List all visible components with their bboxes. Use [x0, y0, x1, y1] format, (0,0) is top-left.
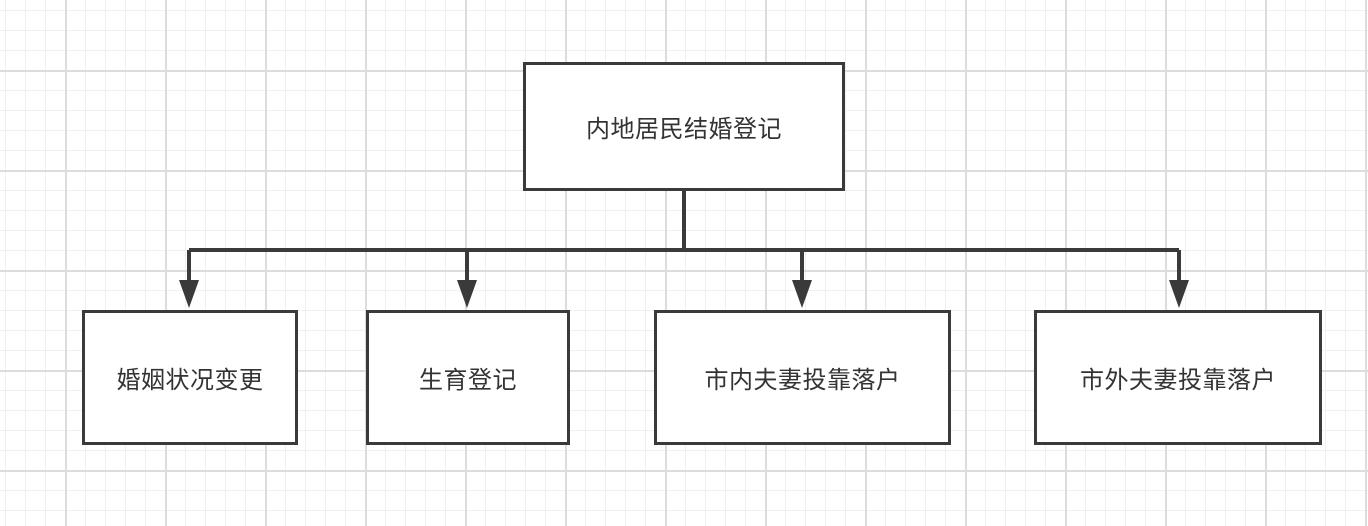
- child-node: 市内夫妻投靠落户: [654, 310, 951, 445]
- child-node: 婚姻状况变更: [82, 310, 298, 445]
- child-node-label: 市内夫妻投靠落户: [704, 366, 901, 394]
- child-node-label: 市外夫妻投靠落户: [1080, 366, 1276, 394]
- root-node-label: 内地居民结婚登记: [586, 115, 782, 143]
- child-node: 市外夫妻投靠落户: [1034, 310, 1322, 445]
- arrowhead: [179, 280, 199, 308]
- child-node-label: 婚姻状况变更: [116, 366, 264, 394]
- arrowhead: [1169, 280, 1189, 308]
- child-node: 生育登记: [366, 310, 570, 445]
- arrowhead: [792, 280, 812, 308]
- arrowhead: [457, 280, 477, 308]
- root-node: 内地居民结婚登记: [523, 62, 845, 191]
- child-node-label: 生育登记: [419, 366, 517, 394]
